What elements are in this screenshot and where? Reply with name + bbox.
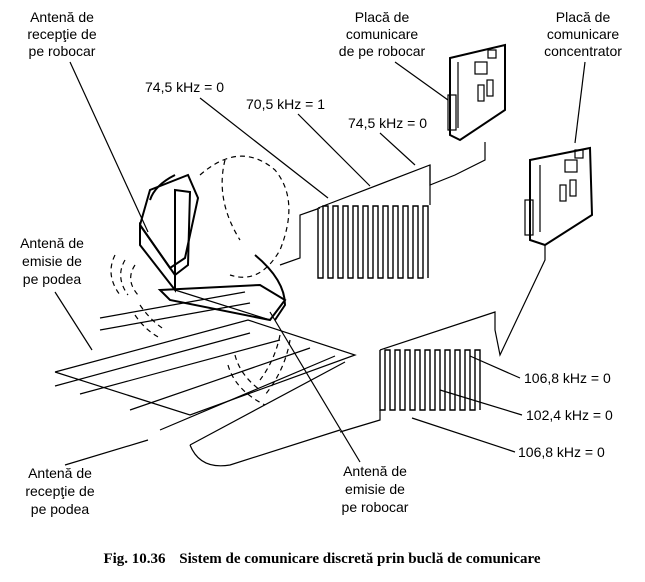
label-board-concentrator-line3: concentrator: [544, 43, 622, 59]
emission-arcs-floor: [110, 254, 166, 339]
label-antenna-tx-floor-line2: emisie de: [22, 253, 82, 269]
cable-robocar-to-board: [199, 155, 290, 278]
waveform-top: [279, 142, 486, 279]
label-antenna-tx-robocar-line3: pe robocar: [342, 499, 409, 515]
label-freq-top-1: 74,5 kHz = 0: [145, 79, 224, 95]
robocar: [138, 173, 287, 322]
label-antenna-rx-floor-line2: recepţie de: [25, 483, 94, 499]
figure-title: Sistem de comunicare discretă prin buclă…: [179, 551, 541, 567]
label-antenna-tx-floor-line3: pe podea: [23, 271, 82, 287]
figure-number: Fig. 10.36: [103, 551, 166, 567]
label-freq-bot-2: 102,4 kHz = 0: [526, 407, 613, 423]
label-board-concentrator-line1: Placă de: [556, 9, 611, 25]
label-antenna-rx-robocar-line3: pe robocar: [29, 43, 96, 59]
leader-lines: [54, 61, 586, 466]
label-antenna-tx-robocar: Antenă de emisie de pe robocar: [342, 463, 409, 515]
board-concentrator: [524, 146, 594, 247]
figure-caption: Fig. 10.36 Sistem de comunicare discretă…: [103, 551, 540, 567]
emission-arcs-robocar: [227, 334, 291, 406]
label-board-robocar-line1: Placă de: [355, 9, 410, 25]
label-antenna-rx-floor: Antenă de recepţie de pe podea: [25, 465, 94, 517]
label-board-robocar-line3: de pe robocar: [339, 43, 426, 59]
label-antenna-rx-floor-line1: Antenă de: [28, 465, 92, 481]
label-freq-top-3: 74,5 kHz = 0: [348, 115, 427, 131]
label-antenna-rx-floor-line3: pe podea: [31, 501, 90, 517]
label-freq-top-2: 70,5 kHz = 1: [246, 96, 325, 112]
floor-loop: [54, 291, 357, 467]
label-antenna-tx-robocar-line2: emisie de: [345, 481, 405, 497]
label-antenna-rx-robocar-line2: recepţie de: [27, 26, 96, 42]
label-antenna-tx-floor: Antenă de emisie de pe podea: [20, 235, 84, 287]
label-antenna-tx-robocar-line1: Antenă de: [343, 463, 407, 479]
label-board-robocar: Placă de comunicare de pe robocar: [339, 9, 426, 59]
board-robocar: [447, 43, 506, 142]
label-freq-bot-3: 106,8 kHz = 0: [518, 444, 605, 460]
label-board-concentrator: Placă de comunicare concentrator: [544, 9, 622, 59]
label-antenna-rx-robocar: Antenă de recepţie de pe robocar: [27, 9, 96, 59]
label-board-robocar-line2: comunicare: [346, 26, 419, 42]
label-board-concentrator-line2: comunicare: [547, 26, 620, 42]
label-antenna-tx-floor-line1: Antenă de: [20, 235, 84, 251]
label-antenna-rx-robocar-line1: Antenă de: [30, 9, 94, 25]
label-freq-bot-1: 106,8 kHz = 0: [524, 370, 611, 386]
